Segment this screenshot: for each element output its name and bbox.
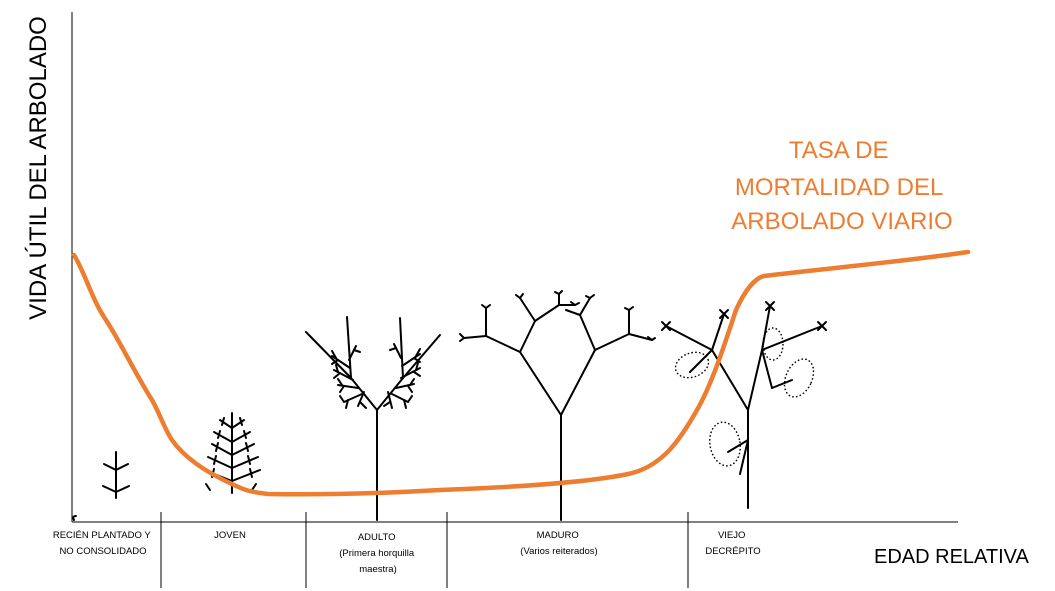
mortality-curve	[71, 249, 971, 497]
mortality-curve-label: TASA DE MORTALIDAD DEL ARBOLADO VIARIO	[731, 137, 952, 235]
stage-label-maduro: MADURO (Varios reiterados)	[520, 530, 597, 557]
tree-maduro-icon	[459, 290, 656, 521]
tree-viejo-icon	[661, 301, 827, 509]
stage-label-joven: JOVEN	[214, 530, 246, 541]
stage-separators	[160, 512, 689, 588]
y-axis-label: VIDA ÚTIL DEL ARBOLADO	[25, 16, 52, 320]
stage-label-recien-plantado: RECIÉN PLANTADO Y NO CONSOLIDADO	[53, 530, 153, 557]
tree-recien-plantado-icon	[72, 451, 130, 521]
tree-adulto-icon	[305, 316, 441, 521]
tree-joven-icon	[203, 412, 261, 494]
stage-label-viejo: VIEJO DECRÉPITO	[705, 530, 760, 557]
stage-label-adulto: ADULTO (Primera horquilla maestra)	[339, 532, 417, 575]
x-axis-label: EDAD RELATIVA	[874, 546, 1030, 568]
